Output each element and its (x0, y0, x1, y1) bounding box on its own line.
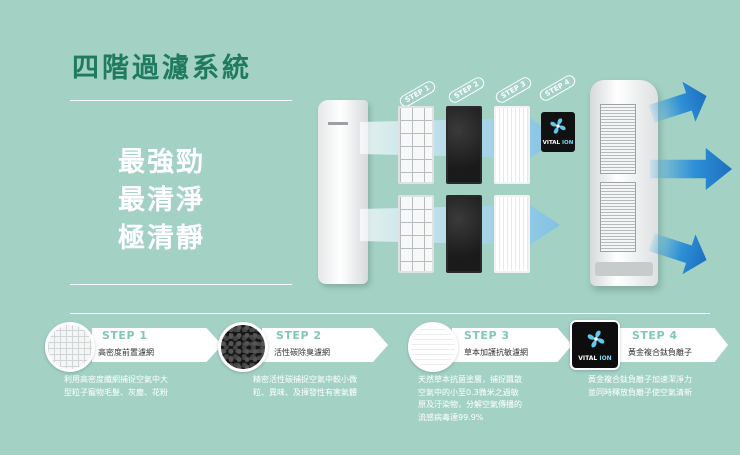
step-1-filter-thumb (45, 322, 95, 372)
tagline-3: 極清靜 (118, 223, 205, 254)
front-panel-image (318, 100, 368, 284)
step-1-description: 利用高密度纖網捕捉空氣中大 型粒子寵物毛髮、灰塵、花粉 (64, 375, 168, 397)
herbal-filter-top (494, 106, 530, 184)
step-4-number: STEP 4 (632, 329, 678, 342)
step-4-name: 黃金複合鈦負離子 (628, 348, 692, 357)
carbon-filter-bottom (446, 195, 482, 273)
step-2-name: 活性碳除臭濾網 (274, 348, 330, 357)
step-3-filter-thumb (408, 322, 458, 372)
vital-ion-wordmark: VITAL ION (578, 355, 612, 362)
illustration-step-tag-1: STEP 1 (397, 79, 438, 109)
fan-logo-icon (550, 118, 566, 134)
illustration-step-tag-4: STEP 4 (537, 73, 578, 103)
illustration-step-tag-2: STEP 2 (446, 75, 487, 105)
tagline-divider (70, 284, 292, 285)
step-1-ribbon: STEP 1 高密度前置濾網 (92, 328, 222, 362)
purifier-grill-bottom (600, 182, 636, 252)
step-1-name: 高密度前置濾網 (98, 348, 154, 357)
step-2-ribbon: STEP 2 活性碳除臭濾網 (262, 328, 388, 362)
step-4-vital-ion-thumb: VITAL ION (570, 320, 620, 370)
purifier-grill-top (600, 104, 636, 174)
step-2-description: 精密活性碳捕捉空氣中較小微 粒、異味、及揮發性有害氣體 (253, 375, 357, 397)
panel-brand-mark (328, 122, 348, 125)
page-title: 四階過濾系統 (72, 53, 252, 84)
step-4-description: 黃金複合鈦負離子加速潔淨力 並同時釋放負離子使空氣清新 (588, 375, 692, 397)
carbon-filter-top (446, 106, 482, 184)
outflow-arrow-middle (650, 148, 732, 190)
vital-ion-badge: VITAL ION (541, 112, 575, 152)
steps-divider (70, 313, 710, 314)
purifier-base (595, 262, 653, 276)
title-divider (70, 100, 292, 101)
vital-ion-wordmark: VITAL ION (542, 140, 574, 146)
tagline-2: 最清淨 (118, 185, 205, 216)
illustration-step-tag-3: STEP 3 (493, 75, 534, 105)
step-3-description: 天然草本抗菌塗層，捕捉飄散 空氣中的小至0.3微米之過敏 原及汙染物，分解空氣傳… (418, 375, 522, 422)
step-2-filter-thumb (218, 322, 268, 372)
step-3-name: 草本加護抗敏濾網 (464, 348, 528, 357)
step-1-number: STEP 1 (102, 329, 148, 342)
step-3-ribbon: STEP 3 草本加護抗敏濾網 (452, 328, 572, 362)
hepa-filter-top (398, 106, 434, 184)
herbal-filter-bottom (494, 195, 530, 273)
step-2-number: STEP 2 (276, 329, 322, 342)
step-4-ribbon: STEP 4 黃金複合鈦負離子 (616, 328, 728, 362)
tagline-1: 最強勁 (118, 147, 205, 178)
step-3-number: STEP 3 (464, 329, 510, 342)
hepa-filter-bottom (398, 195, 434, 273)
fan-logo-icon (587, 330, 605, 348)
